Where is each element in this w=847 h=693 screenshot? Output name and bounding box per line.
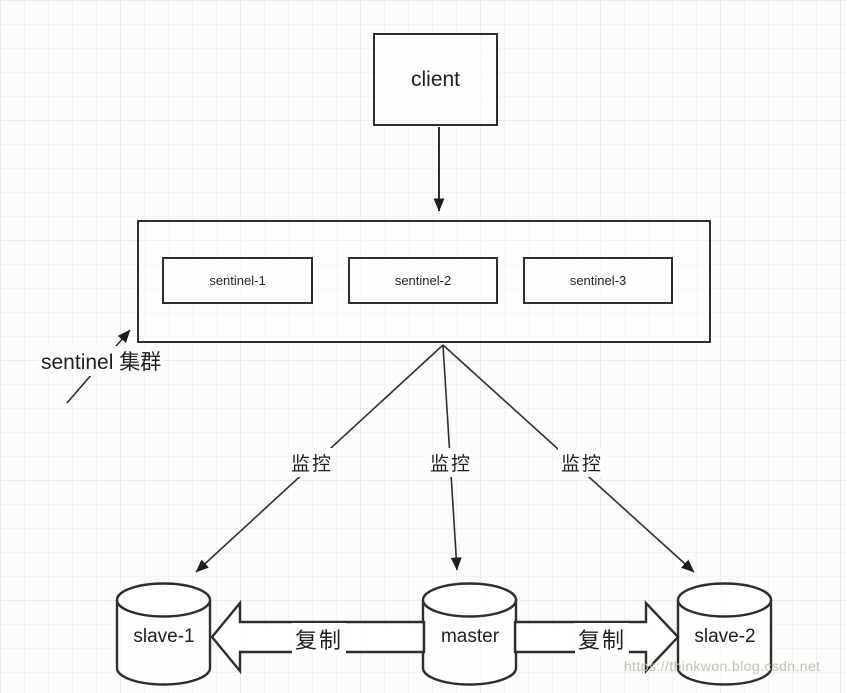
monitor-label-2: 监控 — [427, 448, 476, 477]
sentinel-1-node: sentinel-1 — [162, 257, 313, 304]
replication-label-1: 复制 — [292, 623, 347, 655]
sentinel-3-node: sentinel-3 — [523, 257, 673, 304]
watermark-text: https://thinkwon.blog.csdn.net — [624, 658, 821, 674]
database-cylinder-master — [421, 582, 518, 686]
monitor-label-1: 监控 — [288, 448, 337, 477]
monitor-label-3: 监控 — [558, 448, 607, 477]
replication-label-2: 复制 — [575, 623, 630, 655]
database-label-slave-1: slave-1 — [133, 626, 195, 647]
sentinel-2-node: sentinel-2 — [348, 257, 498, 304]
sentinel-cluster-label: sentinel 集群 — [38, 346, 165, 376]
database-cylinder-slave-1 — [115, 582, 212, 686]
database-cylinder-slave-2 — [676, 582, 773, 686]
client-node: client — [373, 33, 498, 126]
database-label-slave-2: slave-2 — [694, 626, 756, 647]
database-label-master: master — [440, 626, 500, 647]
